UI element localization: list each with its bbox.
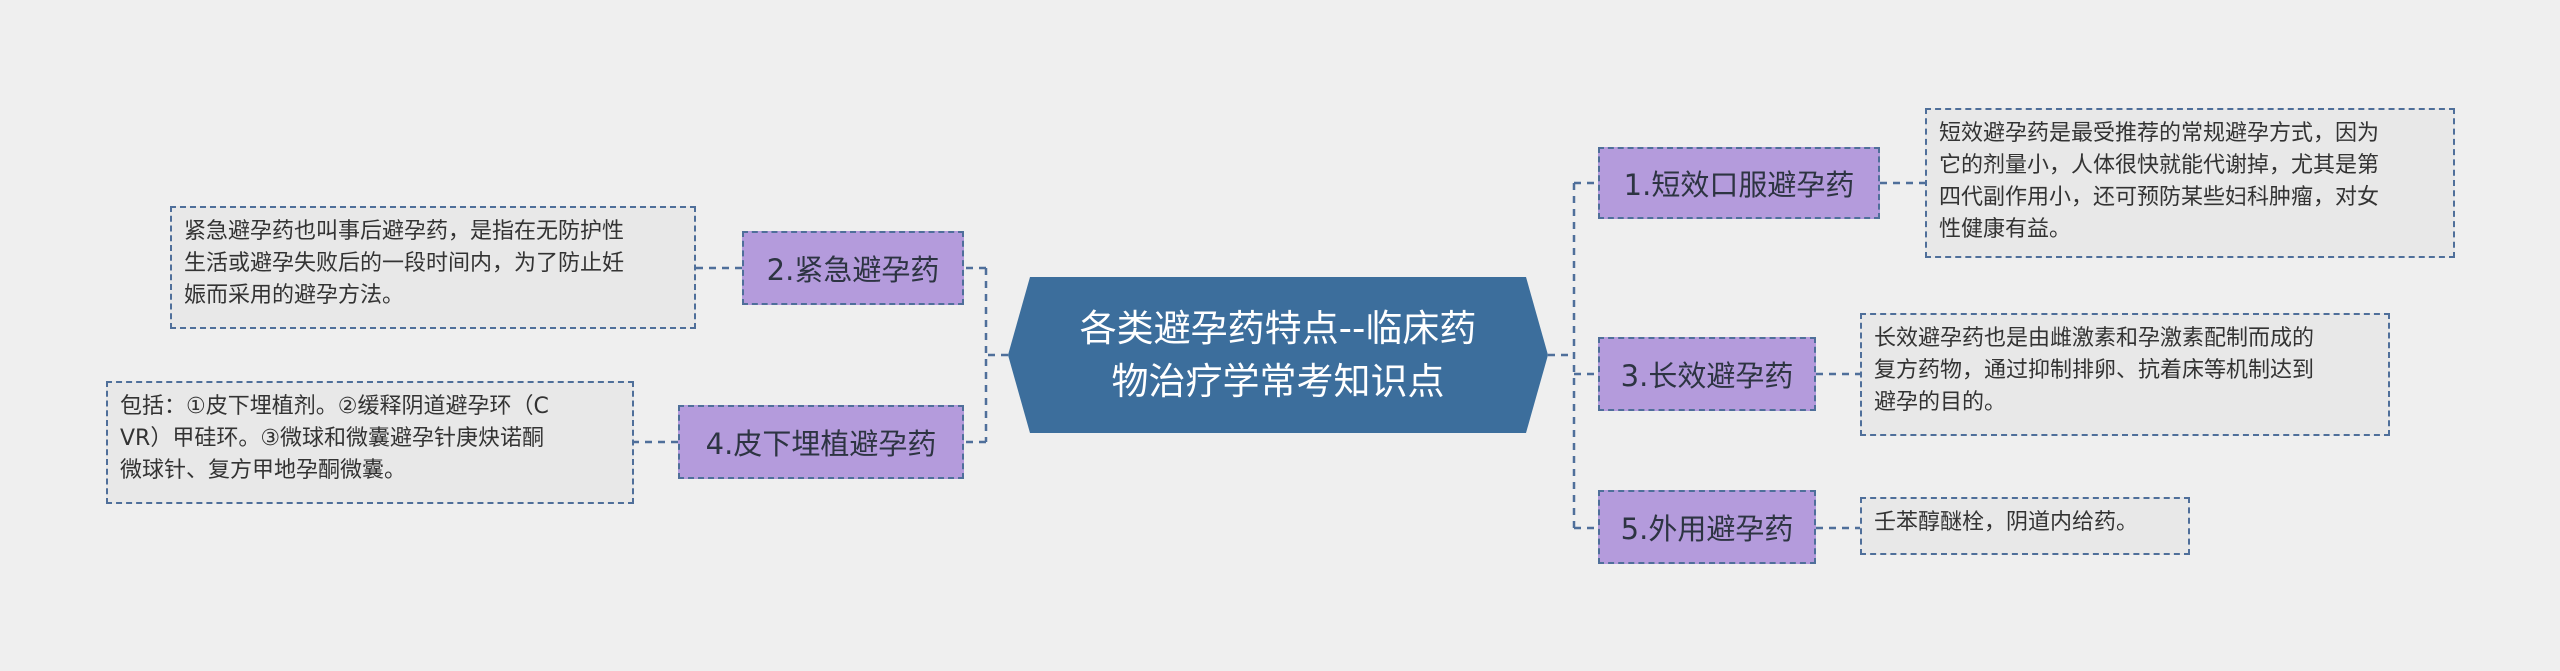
note-emergency: 紧急避孕药也叫事后避孕药，是指在无防护性 生活或避孕失败后的一段时间内，为了防止… <box>170 206 696 329</box>
branch-subdermal-implant[interactable]: 4.皮下埋植避孕药 <box>678 405 964 479</box>
branch-long-acting[interactable]: 3.长效避孕药 <box>1598 337 1816 411</box>
branch-label: 2.紧急避孕药 <box>766 253 940 287</box>
branch-label: 5.外用避孕药 <box>1620 512 1794 546</box>
note-long-acting: 长效避孕药也是由雌激素和孕激素配制而成的 复方药物，通过抑制排卵、抗着床等机制达… <box>1860 313 2390 436</box>
branch-topical[interactable]: 5.外用避孕药 <box>1598 490 1816 564</box>
root-topic[interactable]: 各类避孕药特点--临床药 物治疗学常考知识点 <box>1008 277 1548 433</box>
note-short-acting-oral: 短效避孕药是最受推荐的常规避孕方式，因为 它的剂量小，人体很快就能代谢掉，尤其是… <box>1925 108 2455 258</box>
note-subdermal-implant: 包括：①皮下埋植剂。②缓释阴道避孕环（C VR）甲硅环。③微球和微囊避孕针庚炔诺… <box>106 381 634 504</box>
root-title-line-1: 各类避孕药特点--临床药 <box>1079 307 1477 350</box>
branch-label: 3.长效避孕药 <box>1620 359 1794 393</box>
note-topical: 壬苯醇醚栓，阴道内给药。 <box>1860 497 2190 555</box>
branch-short-acting-oral[interactable]: 1.短效口服避孕药 <box>1598 147 1880 219</box>
branch-label: 4.皮下埋植避孕药 <box>705 427 937 461</box>
branch-emergency[interactable]: 2.紧急避孕药 <box>742 231 964 305</box>
branch-label: 1.短效口服避孕药 <box>1623 168 1855 202</box>
root-shape <box>1008 277 1548 433</box>
root-title-line-2: 物治疗学常考知识点 <box>1111 360 1445 403</box>
